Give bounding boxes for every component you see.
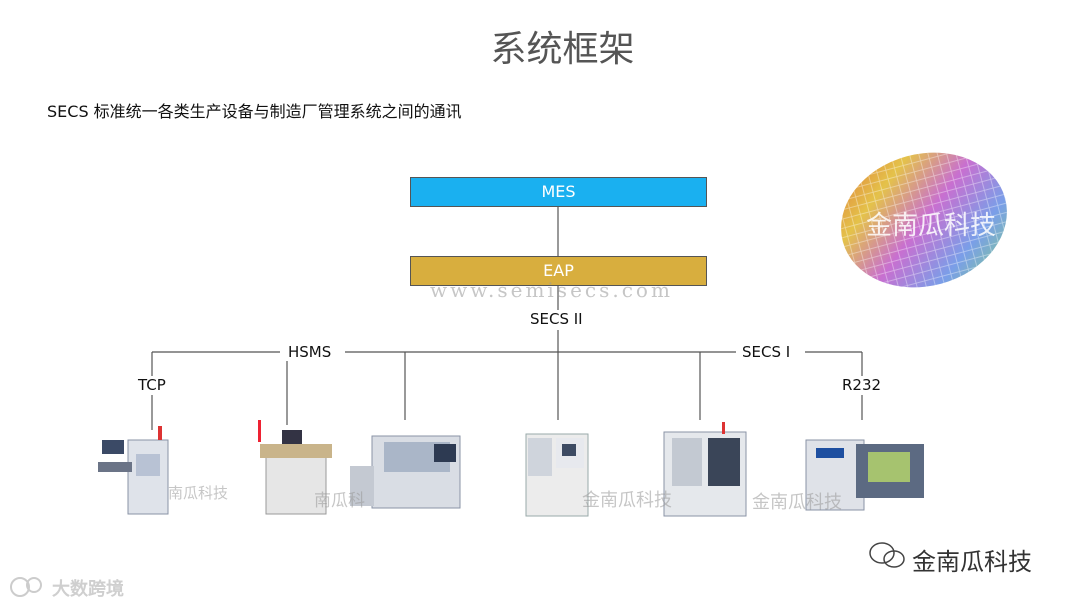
machine-3 [350, 435, 461, 509]
brand-bottom-right: 金南瓜科技 [912, 548, 1032, 576]
brand-watermark-1: 南瓜科技 [168, 484, 229, 502]
secs1-label: SECS I [738, 343, 795, 361]
secs2-label: SECS II [526, 310, 587, 328]
eap-box: EAP [410, 256, 707, 286]
wechat-icon [868, 541, 908, 571]
connector-lines [151, 207, 863, 430]
machine-4 [525, 433, 589, 517]
mes-box: MES [410, 177, 707, 207]
weibo-icon [8, 573, 48, 599]
machine-5 [663, 422, 747, 517]
brand-watermark-4: 金南瓜科技 [752, 492, 842, 513]
brand-watermark-3: 金南瓜科技 [582, 490, 672, 511]
machine-6 [805, 439, 924, 511]
page-title: 系统框架 [490, 29, 635, 70]
machine-2 [258, 420, 332, 515]
brand-watermark-2: 南瓜科 [314, 491, 365, 511]
wafer-watermark: 金南瓜科技 [866, 211, 997, 241]
page-subtitle: SECS 标准统一各类生产设备与制造厂管理系统之间的通讯 [47, 102, 462, 121]
machine-1 [98, 426, 169, 515]
hsms-label: HSMS [284, 343, 336, 361]
tcp-label: TCP [134, 376, 170, 394]
url-watermark: www.semisecs.com [430, 278, 673, 302]
r232-label: R232 [838, 376, 886, 394]
brand-bottom-left: 大数跨境 [52, 579, 124, 600]
wafer-image [841, 152, 1007, 288]
